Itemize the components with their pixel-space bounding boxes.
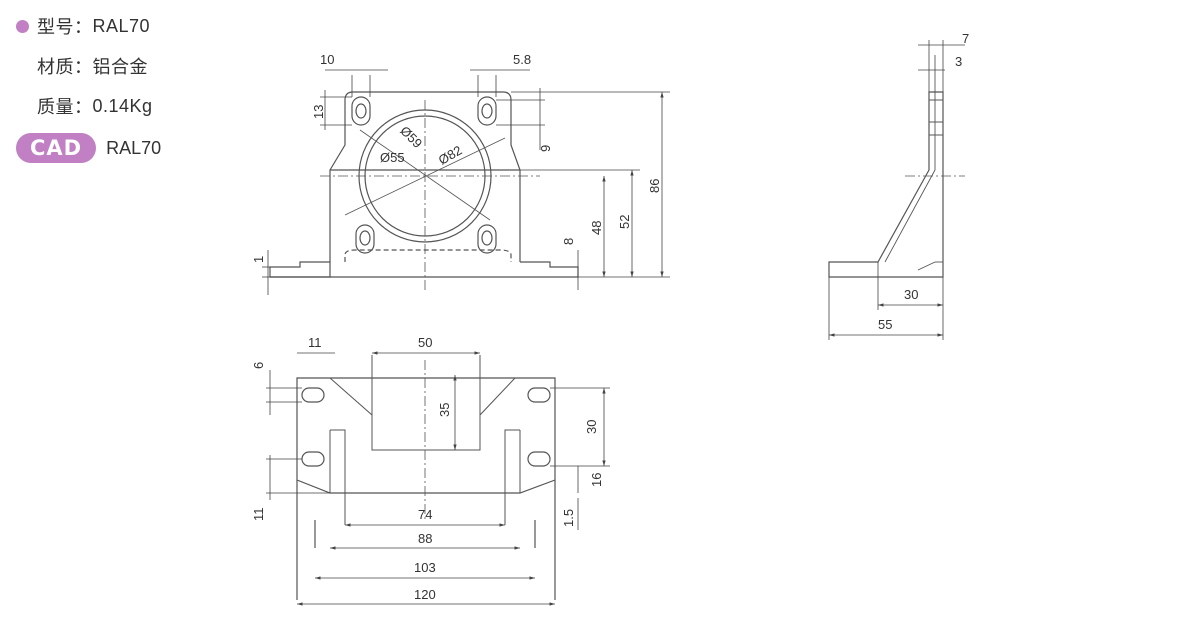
dim-top-74: 74 <box>418 507 432 522</box>
dim-front-9: 9 <box>538 145 553 152</box>
material-label: 材质： <box>37 57 93 77</box>
side-view <box>828 91 965 278</box>
weight-value: 0.14Kg <box>92 95 153 116</box>
dim-top-35: 35 <box>437 403 452 417</box>
model-label: 型号： <box>37 17 93 37</box>
dim-front-5-8: 5.8 <box>513 52 531 67</box>
cad-model: RAL70 <box>106 137 162 158</box>
top-view <box>296 355 556 600</box>
spec-panel: 型号： RAL70 材质： 铝合金 质量： 0.14Kg CAD RAL70 <box>16 12 246 164</box>
dim-side-30: 30 <box>904 287 918 302</box>
dim-top-103: 103 <box>414 560 436 575</box>
cad-row: CAD RAL70 <box>16 132 246 164</box>
dim-top-11b: 11 <box>251 508 266 522</box>
dim-front-1: 1 <box>251 256 266 263</box>
dim-side-3: 3 <box>955 54 962 69</box>
dim-top-88: 88 <box>418 531 432 546</box>
dim-top-120: 120 <box>414 587 436 602</box>
top-dims <box>266 351 610 606</box>
dim-side-7: 7 <box>962 31 969 46</box>
dim-front-52: 52 <box>617 215 632 229</box>
spec-weight: 质量： 0.14Kg <box>37 92 246 120</box>
dim-side-55: 55 <box>878 317 892 332</box>
top-dim-labels: 11 50 6 35 30 16 11 74 88 103 120 1.5 <box>251 335 604 602</box>
bullet-icon <box>16 19 29 33</box>
dim-top-1-5: 1.5 <box>561 509 576 527</box>
side-dims <box>828 40 965 340</box>
front-dims <box>262 69 670 295</box>
front-view <box>269 91 579 292</box>
dim-top-16: 16 <box>589 473 604 487</box>
dim-front-86: 86 <box>647 179 662 193</box>
dim-top-50: 50 <box>418 335 432 350</box>
spec-material: 材质： 铝合金 <box>37 52 246 80</box>
side-dim-labels: 7 3 30 55 <box>878 31 969 332</box>
dim-top-30: 30 <box>584 420 599 434</box>
spec-model: 型号： RAL70 <box>16 12 246 40</box>
dim-top-6: 6 <box>251 362 266 369</box>
material-value: 铝合金 <box>92 57 148 77</box>
dim-front-10: 10 <box>320 52 334 67</box>
weight-label: 质量： <box>37 97 93 117</box>
model-value: RAL70 <box>92 15 151 36</box>
dim-top-11a: 11 <box>308 335 322 350</box>
dim-front-48: 48 <box>589 221 604 235</box>
cad-badge[interactable]: CAD <box>16 133 97 163</box>
dim-front-d59: Ø59 <box>397 123 425 151</box>
front-dim-labels: 10 5.8 13 9 Ø59 Ø55 Ø82 86 52 48 8 1 <box>251 52 662 263</box>
dim-front-8: 8 <box>561 238 576 245</box>
dim-front-13: 13 <box>311 105 326 119</box>
dim-front-d55: Ø55 <box>380 150 405 165</box>
